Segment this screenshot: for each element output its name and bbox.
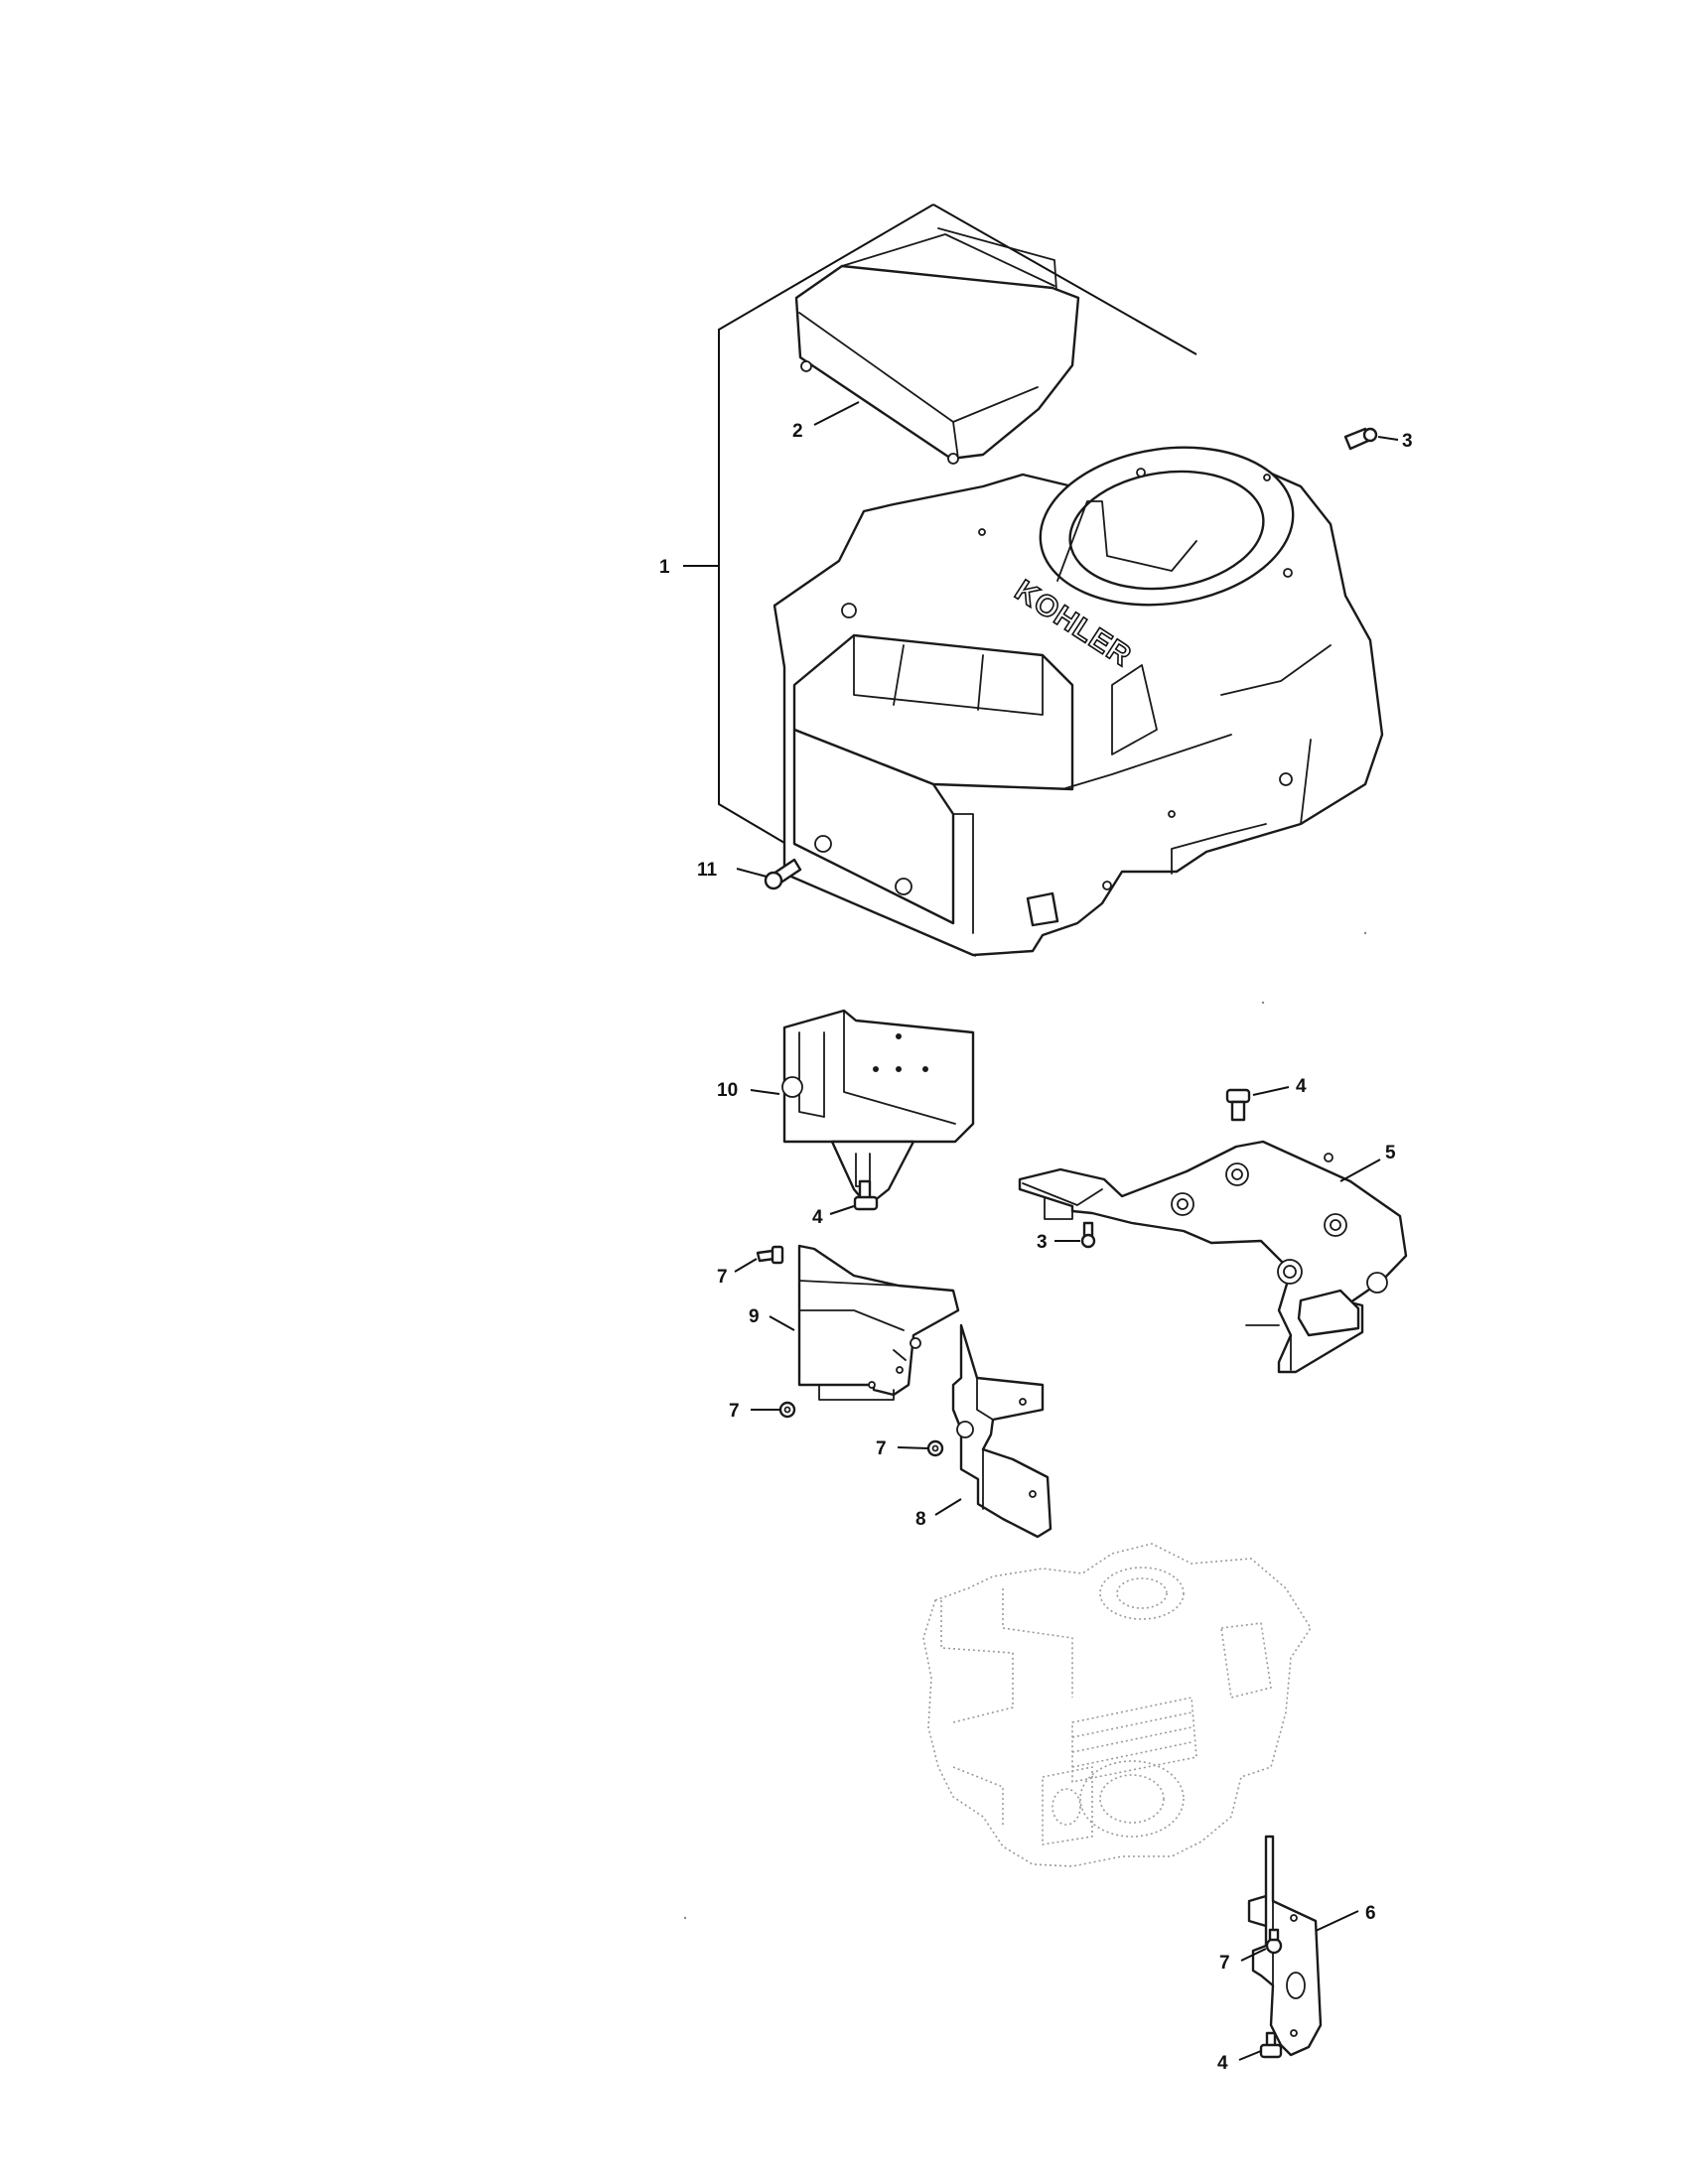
part-11-screw — [764, 858, 802, 890]
callout-label-9: 9 — [749, 1306, 760, 1327]
part-5-baffle — [1018, 1140, 1408, 1374]
callout-label-4: 4 — [812, 1207, 823, 1228]
callout-label-2: 2 — [792, 421, 803, 442]
part-2-shroud-cover — [794, 227, 1080, 465]
callout-label-7: 7 — [717, 1267, 728, 1288]
callout-numbers: 1 2 3 11 10 4 4 5 3 7 9 7 7 8 6 7 4 — [659, 421, 1413, 2074]
part-4-screw-a — [853, 1179, 879, 1211]
part-9-baffle — [797, 1244, 960, 1401]
callout-leaders — [683, 401, 1399, 2061]
callout-label-3: 3 — [1402, 431, 1413, 452]
part-8-bracket — [951, 1323, 1052, 1539]
callout-label-5: 5 — [1385, 1143, 1396, 1163]
part-7-screw-b — [778, 1401, 796, 1419]
part-7-screw-a — [756, 1245, 784, 1265]
callout-label-7: 7 — [1219, 1953, 1230, 1974]
engine-block-reference — [922, 1543, 1312, 1867]
callout-label-4: 4 — [1296, 1076, 1307, 1097]
part-3-screw-mid — [1080, 1221, 1096, 1249]
callout-label-1: 1 — [659, 557, 670, 578]
callout-label-10: 10 — [717, 1080, 738, 1101]
callout-label-11: 11 — [697, 860, 718, 881]
part-1-blower-housing: KOHLER — [772, 446, 1384, 957]
callout-label-7: 7 — [876, 1438, 887, 1459]
part-7-screw-c — [926, 1439, 944, 1457]
part-4-screw-b — [1225, 1088, 1251, 1122]
callout-label-8: 8 — [915, 1509, 926, 1530]
part-7-screw-d — [1265, 1928, 1283, 1955]
callout-label-6: 6 — [1365, 1903, 1376, 1924]
callout-label-4: 4 — [1217, 2053, 1228, 2074]
part-10-baffle — [781, 1009, 975, 1203]
part-6-bracket — [1247, 1835, 1323, 2057]
scan-specks — [683, 931, 1367, 1920]
part-3-screw-top — [1343, 427, 1378, 451]
callout-label-3: 3 — [1037, 1232, 1048, 1253]
callout-label-7: 7 — [729, 1401, 740, 1422]
